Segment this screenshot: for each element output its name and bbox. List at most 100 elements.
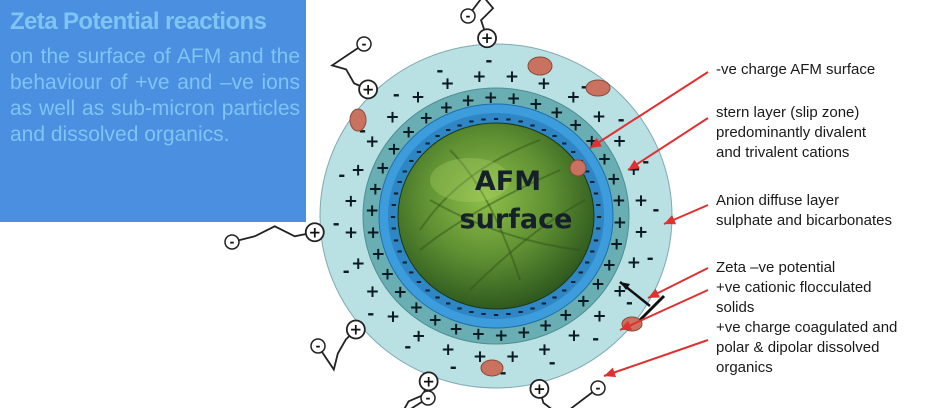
outer-plus: +: [473, 347, 487, 367]
surface-minus: -: [393, 185, 399, 201]
ion-plus-head: [358, 79, 379, 100]
particle: [569, 159, 587, 177]
surface-minus: -: [506, 306, 512, 322]
ion-minus-head: [356, 36, 372, 52]
title-heading: Zeta Potential reactions: [10, 8, 267, 35]
afm-core: [397, 122, 595, 310]
ion-minus-head: [460, 8, 476, 24]
particle: [585, 79, 611, 97]
layer-rings: [319, 43, 673, 389]
label-line: organics: [716, 359, 773, 376]
surface-minus: -: [493, 111, 499, 127]
stern-plus: +: [449, 320, 463, 340]
surface-minus: -: [391, 221, 397, 237]
surface-minus: -: [425, 282, 431, 298]
stern-plus: +: [612, 191, 626, 211]
callout-arrowhead: [648, 288, 661, 298]
surface-minus: -: [570, 144, 576, 160]
surface-minus: -: [584, 163, 590, 179]
callout-arrowhead: [590, 137, 602, 148]
ion-minus-sign: -: [362, 37, 367, 51]
outer-plus: +: [385, 107, 399, 127]
stern-plus: +: [461, 91, 475, 111]
particle: [349, 108, 367, 132]
surface-minus: -: [445, 122, 451, 138]
outer-plus: +: [365, 282, 379, 302]
surface-minus: -: [402, 254, 408, 270]
callout-arrowhead: [664, 215, 677, 225]
surface-minus: -: [589, 244, 595, 260]
stern-plus: +: [494, 326, 508, 346]
afm-surface-texture: [419, 139, 586, 291]
label-line: +ve cationic flocculated: [716, 279, 872, 296]
surface-minus: -: [391, 197, 397, 213]
stern-plus: +: [376, 158, 390, 178]
label-line: and trivalent cations: [716, 144, 850, 161]
outer-plus: +: [441, 340, 455, 360]
outer-minus: -: [647, 249, 654, 269]
surface-minus: -: [584, 254, 590, 270]
callout-line: [619, 289, 709, 331]
adsorbed-ions: +-+-+-+-+-+-: [224, 0, 606, 408]
ion-minus-sign: -: [316, 339, 321, 353]
surface-minus: -: [552, 290, 558, 306]
core-fold: [419, 139, 541, 231]
outer-plus: +: [627, 253, 641, 273]
surface-minus: -: [518, 304, 524, 320]
surface-minus: -: [393, 232, 399, 248]
ion-minus-sign: -: [596, 381, 601, 395]
surface-minus: -: [416, 144, 422, 160]
surface-minus: -: [595, 197, 601, 213]
label-negative-surface: -ve charge AFM surface: [716, 60, 875, 80]
core-highlight: [430, 158, 510, 202]
zeta-potential-marker: [619, 281, 666, 322]
outer-plus: +: [411, 88, 425, 108]
stern-plus: +: [591, 275, 605, 295]
stern-plus: +: [539, 316, 553, 336]
stern-plus: +: [484, 88, 498, 108]
zeta-arrowhead: [620, 282, 630, 290]
ion-plus-sign: +: [362, 80, 375, 98]
callout-line: [603, 339, 709, 377]
outer-minus: -: [393, 85, 400, 105]
surface-minus: -: [561, 136, 567, 152]
callout-line: [647, 267, 709, 299]
outer-plus: +: [505, 67, 519, 87]
outer-minus: -: [618, 110, 625, 130]
title-box: Zeta Potential reactions on the surface …: [0, 0, 306, 222]
surface-minus: -: [408, 153, 414, 169]
stern-plus: +: [607, 170, 621, 190]
stern-plus: +: [439, 98, 453, 118]
outer-plus: +: [537, 340, 551, 360]
surface-minus: -: [468, 304, 474, 320]
core-fold: [429, 199, 581, 251]
outer-minus: -: [436, 61, 443, 81]
title-body: on the surface of AFM and the behaviour …: [10, 45, 300, 146]
outer-plus: +: [634, 222, 648, 242]
particle: [480, 359, 504, 377]
core-fold: [469, 199, 586, 291]
stern-plus: +: [550, 103, 564, 123]
ion-tail: [231, 225, 315, 243]
outer-minus: -: [333, 214, 340, 234]
ion-plus-head: [477, 28, 497, 49]
ion-minus-head: [420, 390, 436, 406]
outer-plus: +: [592, 306, 606, 326]
outer-minus: -: [338, 165, 345, 185]
ion-plus-head: [304, 222, 325, 243]
callout-arrows: [589, 71, 709, 378]
ion-plus-sign: +: [308, 223, 321, 241]
label-line: predominantly divalent: [716, 124, 867, 141]
ion-minus-head: [590, 380, 606, 396]
surface-minus: -: [445, 296, 451, 312]
label-line: sulphate and bicarbonates: [716, 212, 892, 229]
stern-plus: +: [368, 179, 382, 199]
surface-minus: -: [493, 307, 499, 323]
ion-minus-sign: -: [466, 9, 471, 23]
core-fold: [449, 149, 521, 281]
ion-minus-head: [224, 234, 240, 250]
surface-minus: -: [425, 136, 431, 152]
stern-plus: +: [576, 291, 590, 311]
callout-line: [589, 71, 709, 149]
